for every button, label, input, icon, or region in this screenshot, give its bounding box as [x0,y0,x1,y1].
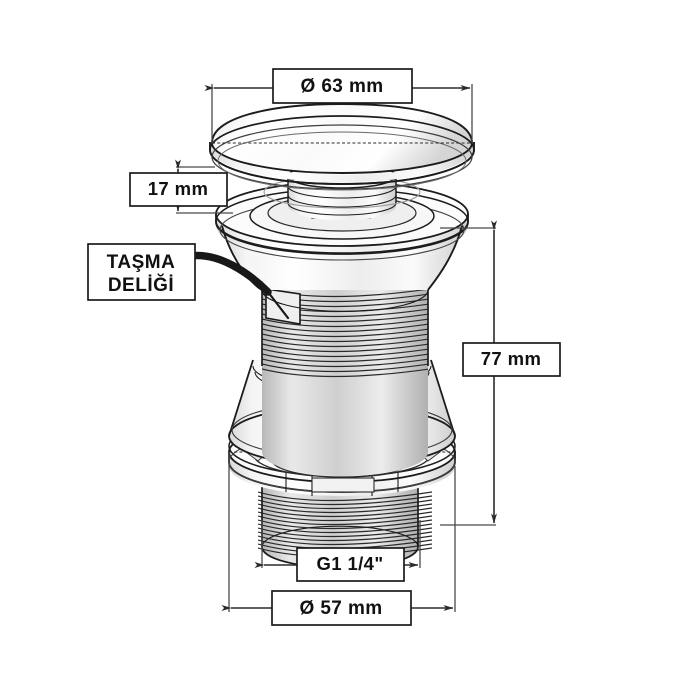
drain-assembly-geometry [209,103,475,569]
dimension-label-box-body-height [462,342,561,377]
callout-overflow-hole-line1: TAŞMA [107,252,176,273]
callout-overflow-hole: TAŞMA DELİĞİ [87,243,290,320]
dimension-label-cap-height: 17 mm [148,178,209,199]
dimension-cap-height: 17 mm [129,159,233,214]
threaded-body-part [261,283,429,477]
dimension-flange-diameter: Ø 57 mm [221,452,456,626]
dimension-label-thread-size: G1 1/4" [316,553,383,574]
dimension-label-box-cap-diameter [272,68,413,104]
dimension-label-cap-diameter: Ø 63 mm [300,76,383,97]
callout-box-overflow-hole [87,243,196,301]
dimension-label-box-flange-diameter [271,590,412,626]
dimension-body-height: 77 mm [440,220,561,526]
outlet-thread-grooves [258,491,432,558]
cap-dome-part [209,103,475,191]
dimension-cap-diameter: Ø 63 mm [204,68,473,143]
dimension-label-box-cap-height [129,172,228,207]
overflow-slot [265,288,301,325]
dimension-label-flange-diameter: Ø 57 mm [299,598,382,619]
callout-overflow-hole-line2: DELİĞİ [108,274,174,296]
dimension-thread-size: G1 1/4" [254,520,421,582]
dimension-label-box-thread-size [296,547,405,582]
dimension-label-body-height: 77 mm [481,348,542,369]
